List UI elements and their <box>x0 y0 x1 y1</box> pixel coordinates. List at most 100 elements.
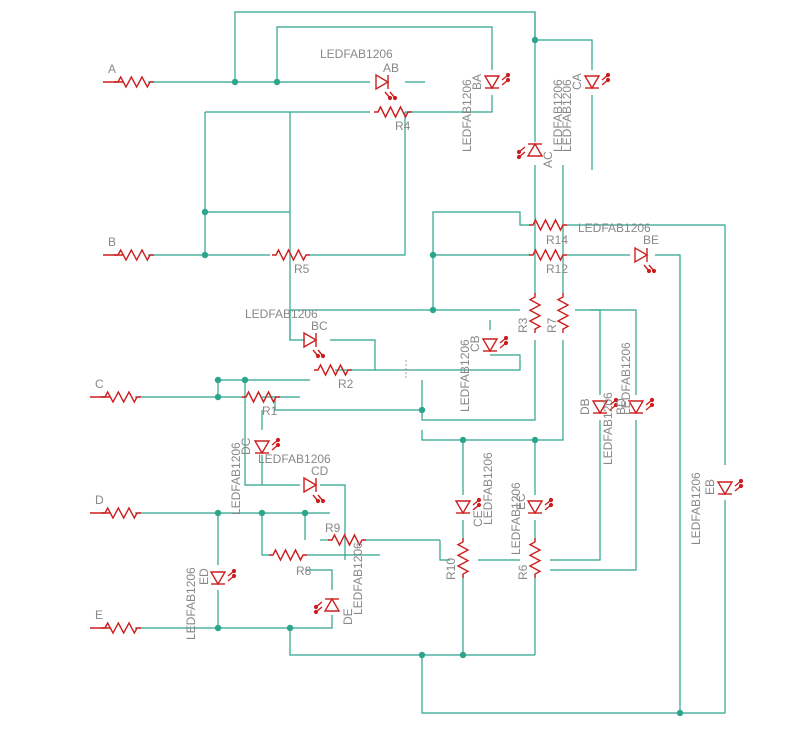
wire <box>330 339 376 371</box>
junction-dot <box>273 78 281 86</box>
input-label-c: C <box>95 377 104 391</box>
wire <box>405 95 493 113</box>
led-bc-name: BC <box>311 319 328 333</box>
input-label-a: A <box>108 62 116 76</box>
led-db <box>591 397 619 415</box>
led-bd-name: BD <box>614 398 628 415</box>
junction-dot <box>531 436 539 444</box>
wire <box>590 309 637 395</box>
led-ba-part: LEDFAB1206 <box>460 79 474 152</box>
led-bd-part: LEDFAB1206 <box>619 342 633 415</box>
wire <box>276 26 493 82</box>
led-ed <box>209 568 237 586</box>
junction-dot <box>241 376 249 384</box>
led-ce-part: LEDFAB1206 <box>481 452 495 525</box>
input-label-b: B <box>108 235 116 249</box>
led-cd-part: LEDFAB1206 <box>258 452 331 466</box>
junctions <box>201 36 684 717</box>
components <box>90 72 744 635</box>
resistor-r3-label: R3 <box>516 317 530 333</box>
led-cd-name: CD <box>311 464 329 478</box>
resistor-r12 <box>529 248 567 262</box>
led-dc-name: DC <box>239 437 253 455</box>
led-eb-name: EB <box>703 479 717 495</box>
led-cb <box>481 335 509 353</box>
led-ec-part: LEDFAB1206 <box>509 482 523 555</box>
led-ca-part: LEDFAB1206 <box>560 79 574 152</box>
led-ac-name: AC <box>541 151 555 168</box>
input-e-resistor <box>101 621 141 635</box>
resistor-r14 <box>529 218 567 232</box>
led-eb-part: LEDFAB1206 <box>689 472 703 545</box>
junction-dot <box>286 624 294 632</box>
led-de-name: DE <box>341 608 355 625</box>
junction-dot <box>201 251 209 259</box>
wire <box>234 11 593 82</box>
led-de <box>313 597 341 615</box>
led-ab-name: AB <box>383 61 399 75</box>
resistor-r6 <box>528 538 542 578</box>
junction-dot <box>258 509 266 517</box>
led-cd <box>303 476 326 504</box>
wire <box>289 628 535 656</box>
junction-dot <box>214 393 222 401</box>
junction-dot <box>214 624 222 632</box>
led-be <box>634 246 657 274</box>
resistor-r14-label: R14 <box>546 233 568 247</box>
led-ec-name: EC <box>514 493 528 510</box>
junction-dot <box>301 509 309 517</box>
led-ce-name: CE <box>471 510 485 527</box>
resistor-r1 <box>242 390 280 404</box>
led-ca <box>583 72 611 90</box>
wire <box>421 340 564 441</box>
resistor-r4 <box>374 105 412 119</box>
led-dc-part: LEDFAB1206 <box>229 442 243 515</box>
junction-dot <box>418 651 426 659</box>
resistor-r4-label: R4 <box>395 119 411 133</box>
input-label-e: E <box>95 608 103 622</box>
junction-dot <box>231 78 239 86</box>
input-label-d: D <box>95 493 104 507</box>
junction-dot <box>214 376 222 384</box>
resistor-r10-label: R10 <box>444 558 458 580</box>
led-ab-part: LEDFAB1206 <box>320 47 393 61</box>
input-d-resistor <box>101 506 141 520</box>
resistor-r8-label: R8 <box>296 564 312 578</box>
led-eb <box>716 478 744 496</box>
junction-dot <box>418 406 426 414</box>
junction-dot <box>429 251 437 259</box>
wire <box>655 254 681 713</box>
led-ed-part: LEDFAB1206 <box>184 567 198 640</box>
led-ce <box>454 497 482 515</box>
wire <box>244 380 300 486</box>
wire <box>289 310 305 341</box>
junction-dot <box>214 509 222 517</box>
wire <box>375 354 521 371</box>
junction-dot <box>459 436 467 444</box>
led-bc-part: LEDFAB1206 <box>245 307 318 321</box>
wire <box>290 615 333 629</box>
wire <box>421 500 726 714</box>
wire <box>261 513 272 556</box>
led-db-part: LEDFAB1206 <box>601 392 615 465</box>
input-c-resistor <box>101 390 141 404</box>
wire <box>550 420 601 561</box>
resistor-r9-label: R9 <box>325 521 341 535</box>
led-cb-name: CB <box>468 335 482 352</box>
wire <box>310 112 406 256</box>
junction-dot <box>531 36 539 44</box>
wire <box>421 340 536 421</box>
led-ab <box>375 73 398 101</box>
resistor-r2-label: R2 <box>338 377 354 391</box>
led-bd <box>627 397 655 415</box>
resistor-r7 <box>556 293 570 333</box>
wire <box>439 540 450 561</box>
input-b-resistor <box>114 248 154 262</box>
resistor-r3 <box>528 293 542 333</box>
wire <box>305 569 333 590</box>
resistor-r5 <box>272 248 310 262</box>
wire <box>432 211 530 226</box>
wire <box>565 224 726 465</box>
